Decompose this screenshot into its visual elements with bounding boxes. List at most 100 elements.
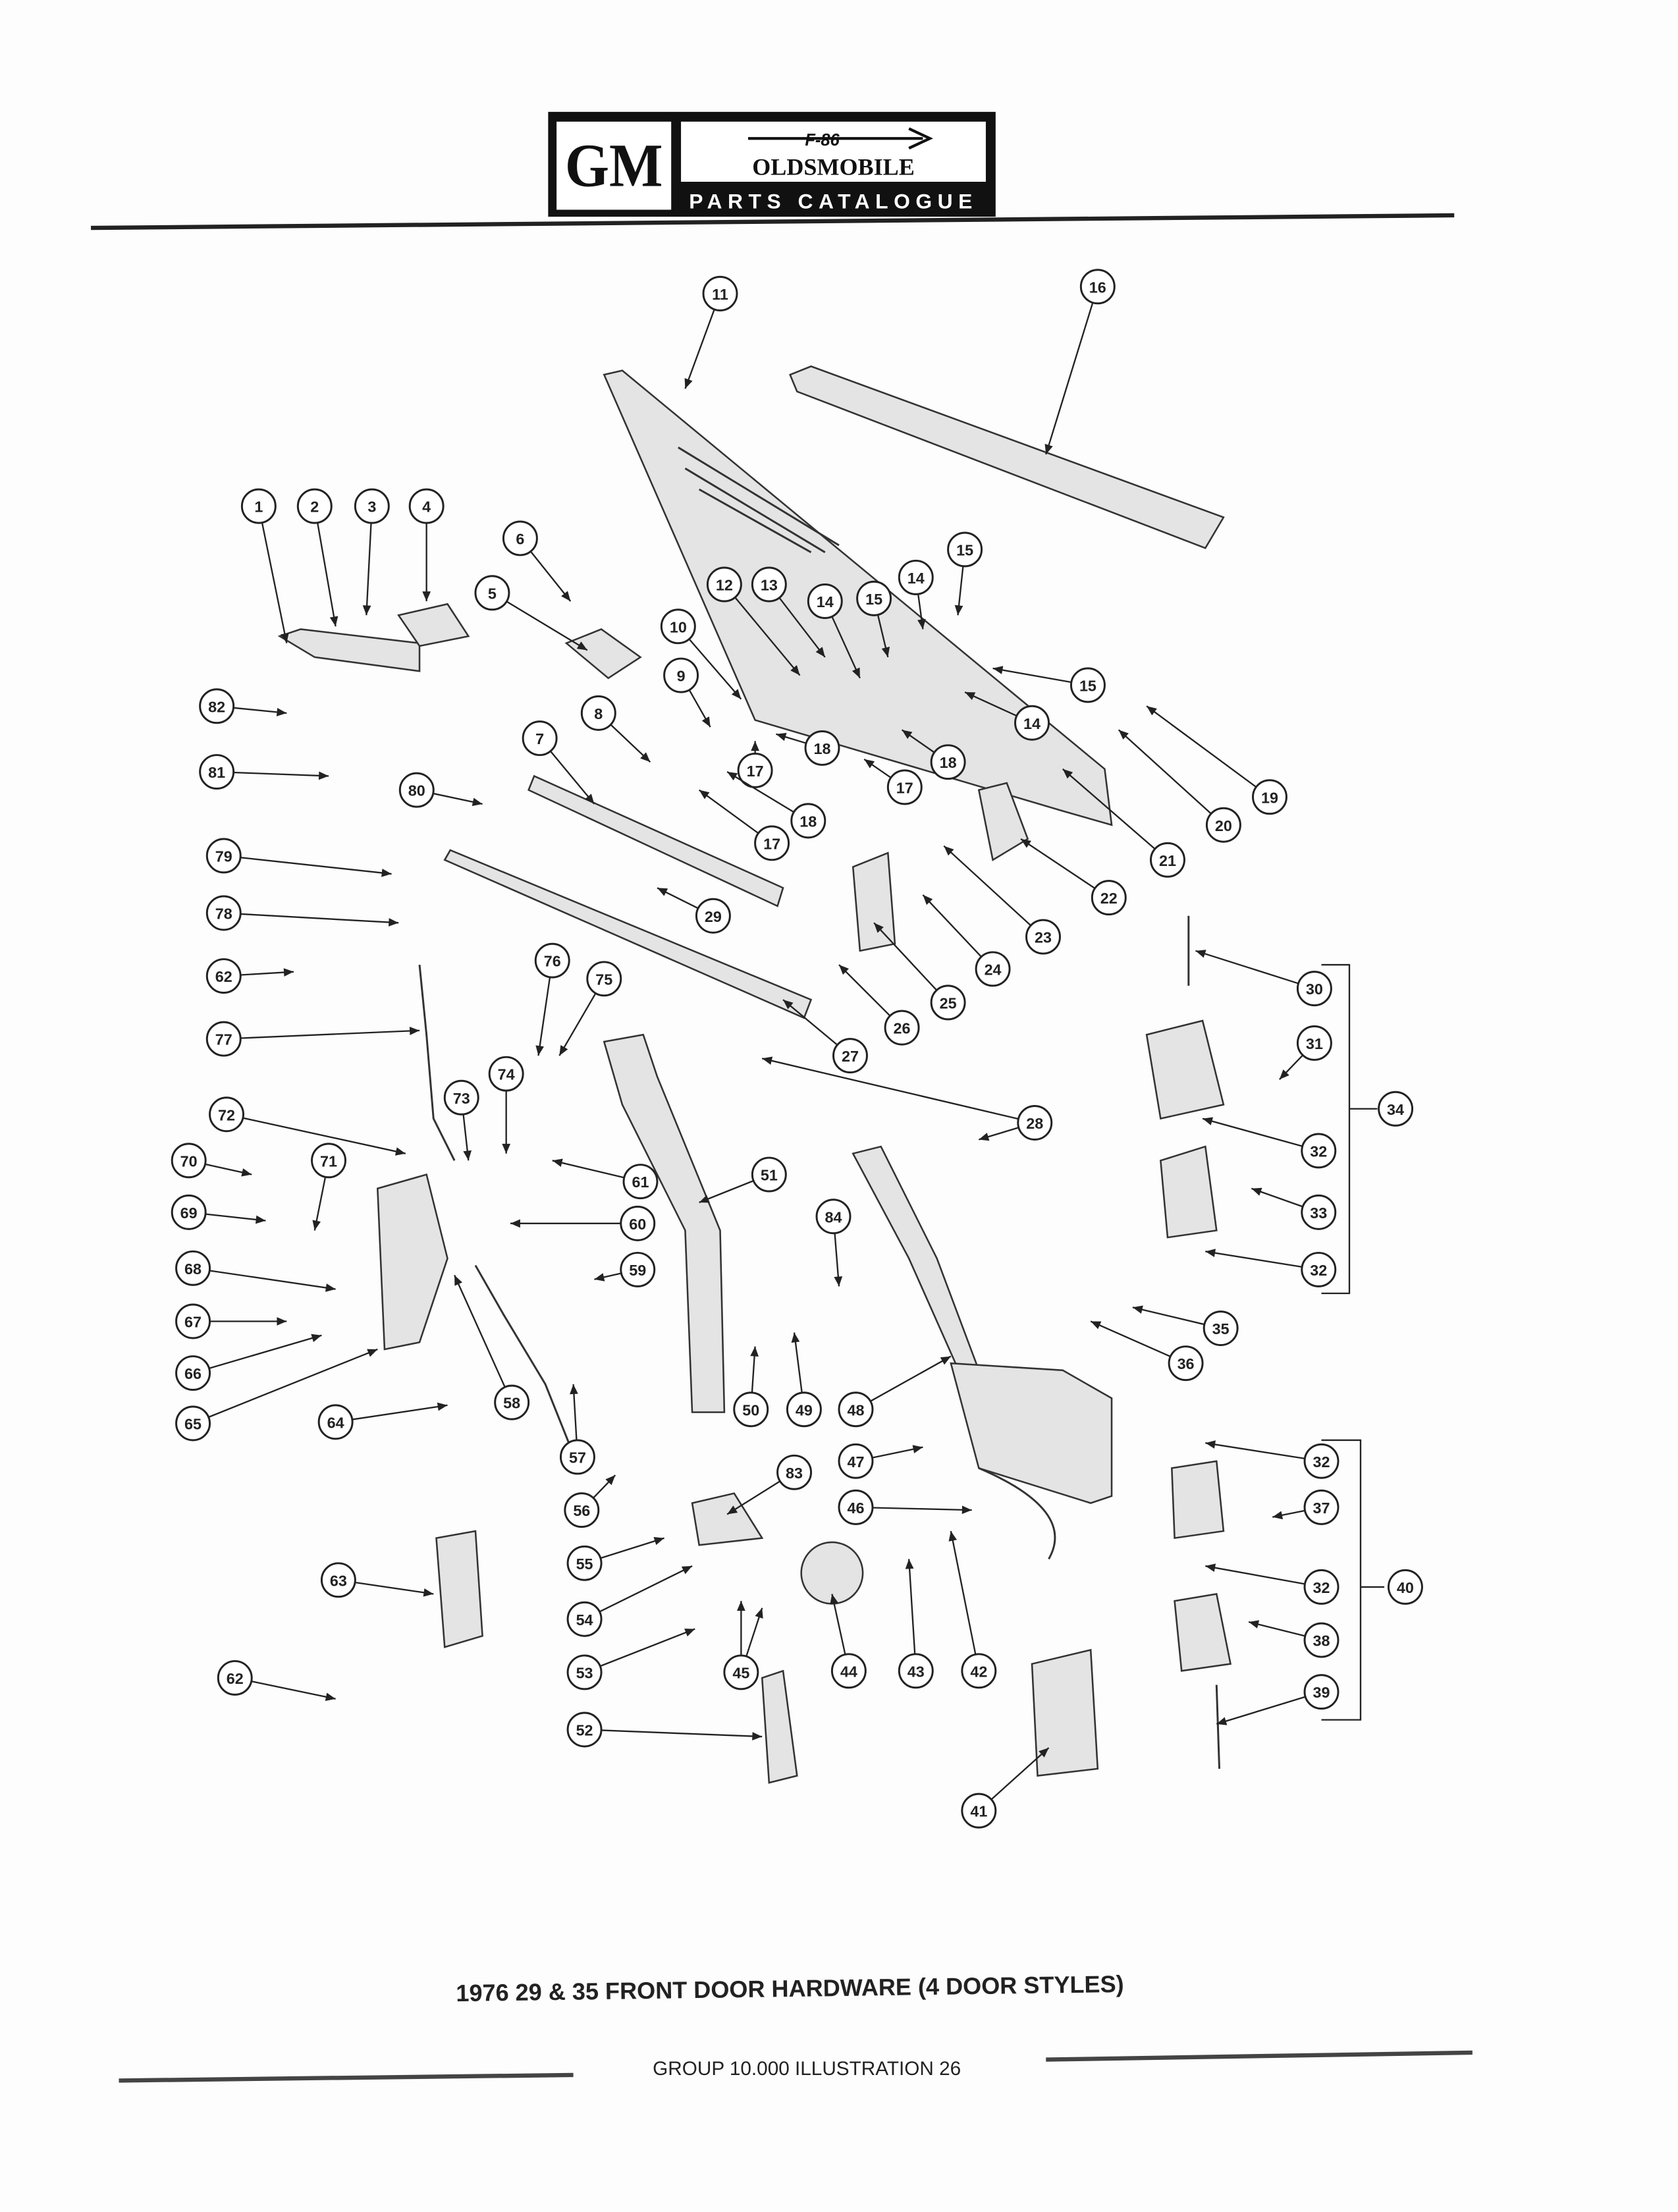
callout-36: 36	[1090, 1320, 1204, 1382]
callout-circle	[1017, 1105, 1053, 1141]
callout-number: 65	[184, 1416, 202, 1433]
callout-number: 81	[208, 764, 225, 781]
callout-circle	[317, 1404, 354, 1440]
arrowhead	[1062, 769, 1073, 779]
callout-number: 34	[1387, 1101, 1404, 1118]
leader-line	[454, 1274, 506, 1388]
callout-number: 44	[840, 1663, 857, 1680]
arrowhead	[1205, 1440, 1216, 1449]
leader-line	[240, 1029, 420, 1039]
callout-circle	[175, 1250, 211, 1286]
callout-circle	[311, 1143, 346, 1179]
leader-line	[209, 1270, 336, 1290]
callout-number: 4	[422, 499, 431, 516]
leader-line	[552, 1160, 624, 1179]
arrowhead	[1132, 1305, 1143, 1314]
callout-circle	[171, 1143, 207, 1179]
callout-circle	[1303, 1674, 1340, 1710]
arrowhead	[684, 1629, 695, 1636]
leader-line	[698, 789, 759, 834]
callout-circle	[751, 566, 787, 603]
part-4	[397, 603, 470, 647]
callout-circle	[898, 1653, 934, 1689]
callout-54: 54	[566, 1565, 693, 1637]
callout-circle	[1303, 1622, 1340, 1658]
callout-69: 69	[171, 1194, 266, 1230]
leader-line	[317, 522, 337, 627]
lock-actuator	[435, 1530, 483, 1648]
arrowhead	[961, 1505, 972, 1515]
callout-circle	[838, 1443, 874, 1479]
leader-line	[240, 857, 392, 875]
callout-circle	[622, 1164, 659, 1200]
arrowhead	[325, 1283, 336, 1292]
callout-number: 70	[180, 1152, 198, 1170]
leader-line	[990, 1747, 1050, 1800]
arrowhead	[751, 741, 759, 751]
callout-circle	[1378, 1091, 1414, 1127]
arrowhead	[329, 616, 338, 627]
leader-line	[208, 1348, 378, 1418]
arrowhead	[852, 667, 860, 678]
callout-32: 32	[1205, 1440, 1340, 1479]
door-lock	[377, 1173, 448, 1351]
regulator-base	[950, 1362, 1113, 1504]
leader-line	[261, 522, 288, 643]
arrowhead	[283, 968, 294, 977]
leader-line	[251, 1680, 336, 1700]
part-83	[691, 1492, 764, 1546]
arrowhead	[437, 1402, 448, 1411]
callout-number: 14	[1023, 715, 1041, 732]
callout-number: 41	[970, 1803, 987, 1820]
arrowhead	[463, 1150, 472, 1161]
callout-73: 73	[443, 1079, 479, 1161]
leader-line	[205, 1213, 266, 1222]
footer-rule-left	[119, 2072, 574, 2083]
leader-line	[778, 597, 826, 658]
callout-52: 52	[566, 1712, 763, 1748]
callout-circle	[620, 1251, 656, 1287]
arrowhead	[902, 730, 913, 740]
callout-8: 8	[580, 695, 651, 763]
leader-line	[365, 523, 372, 616]
callout-circle	[790, 803, 826, 839]
callout-number: 55	[576, 1555, 593, 1573]
catalogue-text: PARTS CATALOGUE	[689, 189, 978, 213]
arrowhead	[992, 666, 1004, 674]
lower-hinge	[1171, 1460, 1225, 1540]
callout-number: 45	[732, 1664, 749, 1681]
leader-line	[1146, 705, 1257, 788]
callout-41: 41	[961, 1747, 1050, 1829]
arrowhead	[640, 752, 651, 763]
bracket-34	[1321, 963, 1378, 1295]
callout-31: 31	[1278, 1025, 1332, 1080]
callout-circle	[1168, 1345, 1204, 1382]
arrowhead	[1251, 1187, 1262, 1196]
callout-number: 77	[215, 1031, 232, 1048]
callout-circle	[786, 1391, 822, 1428]
callout-40: 40	[1387, 1569, 1423, 1605]
callout-17: 17	[698, 789, 790, 861]
arrowhead	[762, 1056, 773, 1065]
callout-number: 18	[940, 754, 957, 771]
callout-circle	[702, 275, 738, 311]
leader-line	[831, 1594, 846, 1655]
arrowhead	[699, 1195, 710, 1203]
callout-number: 51	[761, 1167, 778, 1184]
callout-circle	[474, 575, 510, 611]
arrowhead	[325, 1692, 336, 1701]
callout-83: 83	[726, 1454, 813, 1515]
callout-number: 22	[1100, 890, 1118, 907]
arrowhead	[1249, 1620, 1260, 1629]
callout-circle	[838, 1489, 874, 1525]
arrowhead	[917, 618, 926, 630]
callout-circle	[217, 1659, 253, 1696]
callout-circle	[566, 1601, 603, 1637]
callout-circle	[830, 1653, 867, 1689]
callout-circle	[488, 1056, 524, 1092]
arrowhead	[653, 1536, 664, 1546]
callout-number: 9	[677, 668, 686, 685]
arrowhead	[681, 1566, 693, 1575]
callout-18: 18	[901, 729, 966, 780]
